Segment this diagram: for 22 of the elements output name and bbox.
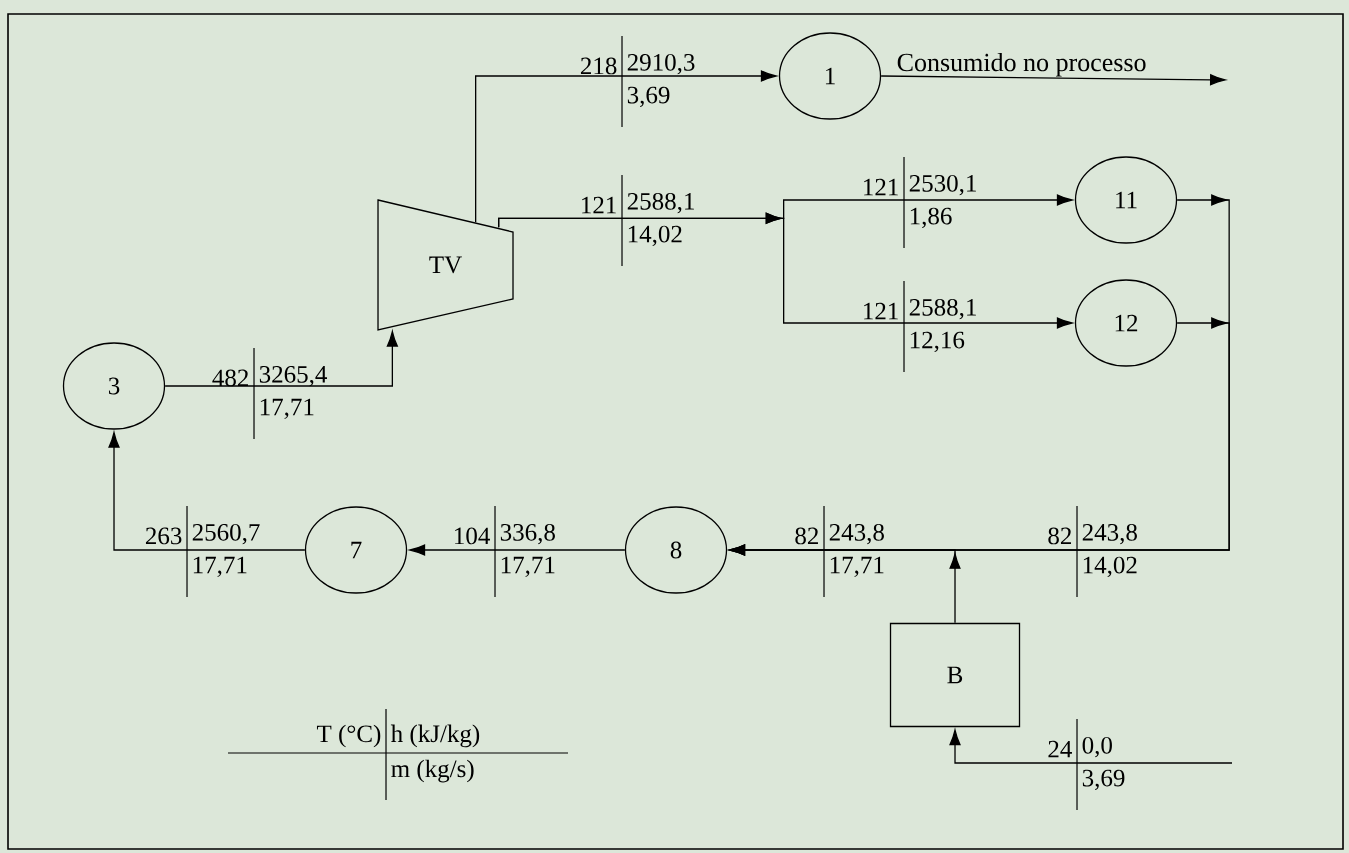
stream-data-table: 82 243,8 17,71	[795, 505, 884, 598]
arrow	[108, 432, 306, 551]
stream-data-table: 121 2530,1 1,86	[864, 156, 976, 249]
arrow	[498, 212, 1073, 329]
stream-data-table: 121 2588,1 14,02	[582, 174, 694, 267]
arrow	[475, 70, 777, 223]
arrow	[949, 729, 1233, 764]
stream-data-table: 24 0,0 3,69	[1048, 718, 1125, 811]
edge-label: Consumido no processo	[897, 52, 1146, 77]
stream-data-table: 263 2560,7 17,71	[145, 505, 260, 598]
stream-data-table: 218 2910,3 3,69	[580, 35, 695, 128]
arrow	[729, 544, 961, 624]
stream-data-table: 121 2588,1 12,16	[864, 280, 976, 373]
stream-data-table: 482 3265,4 17,71	[212, 347, 327, 440]
arrow	[880, 74, 1226, 86]
arrow	[409, 544, 626, 556]
stream-data-table: 104 336,8 17,71	[455, 505, 555, 598]
stream-data-key: T (°C) h (kJ/kg) m (kg/s)	[227, 708, 569, 801]
turbine-trapezoid: TV	[377, 199, 514, 331]
process-box: B	[889, 622, 1021, 728]
arrow	[164, 331, 398, 387]
stream-data-table: 82 243,8 14,02	[1048, 505, 1137, 598]
